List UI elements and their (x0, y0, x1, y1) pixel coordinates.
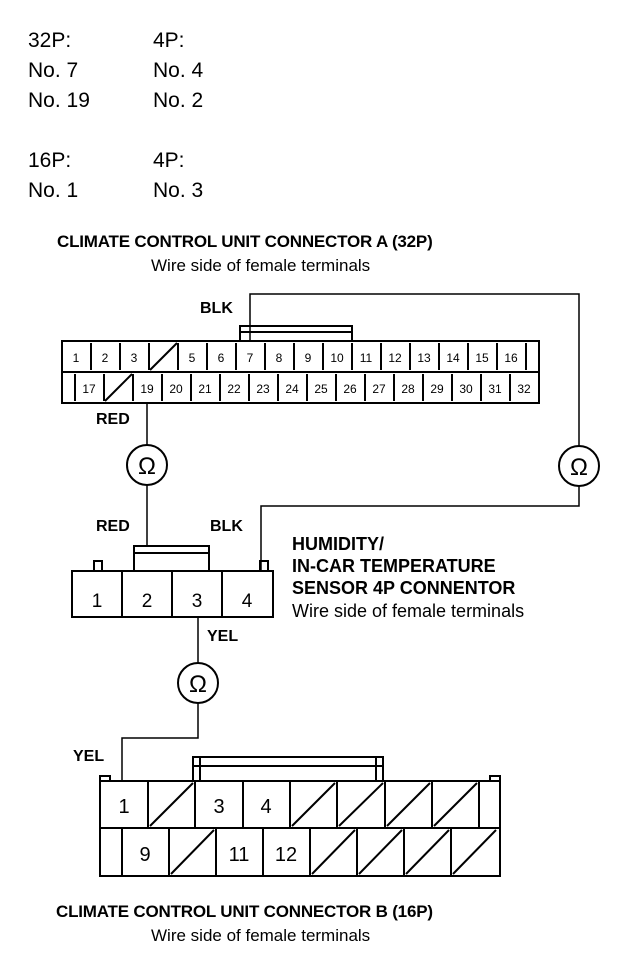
ohmmeter-red-symbol: Ω (138, 453, 156, 480)
ohmmeter-blk-symbol: Ω (570, 454, 588, 481)
header-4p-label: 4P: (153, 29, 185, 52)
connector-a-pin-20: 20 (169, 382, 183, 396)
connector-a-pin-5: 5 (189, 351, 196, 365)
connector-a-pin-7: 7 (247, 351, 254, 365)
connector-b-pin-11: 11 (229, 844, 250, 866)
ohmmeter-blk-circle (558, 445, 600, 487)
connector-b-body (99, 756, 501, 877)
connector-a-pin-17: 17 (82, 382, 96, 396)
connector-a-pin-32: 32 (517, 382, 531, 396)
connector-a-pin-8: 8 (276, 351, 283, 365)
connector-a-pin-19: 19 (140, 382, 154, 396)
connector-a-pin-12: 12 (388, 351, 402, 365)
connector-a-pin-25: 25 (314, 382, 328, 396)
connector-a-pin-2: 2 (102, 351, 109, 365)
header-32p-pin-7: No. 7 (28, 59, 79, 82)
header-4p-pin-2: No. 2 (153, 89, 204, 112)
ohmmeter-yel-symbol: Ω (189, 671, 207, 698)
connector-a-pin-10: 10 (330, 351, 344, 365)
wire-label-yel-connector-b: YEL (73, 748, 105, 765)
connector-a-pin-29: 29 (430, 382, 444, 396)
connector-a-pin-3: 3 (131, 351, 138, 365)
ohmmeter-red-circle (126, 444, 168, 486)
sensor-subtitle: Wire side of female terminals (292, 601, 525, 621)
header-4p-pin-3: No. 3 (153, 179, 204, 202)
header-4p-pin-4: No. 4 (153, 59, 204, 82)
wire-label-red-sensor: RED (96, 518, 130, 535)
ohmmeter-yel-circle (177, 662, 219, 704)
header-16p-pin-1: No. 1 (28, 179, 79, 202)
connector-a-pin-31: 31 (488, 382, 502, 396)
connector-a-pin-15: 15 (475, 351, 489, 365)
wire-blk (249, 293, 580, 571)
sensor-pin-4: 4 (242, 591, 253, 612)
connector-a-pin-14: 14 (446, 351, 460, 365)
sensor-connector-body (71, 545, 274, 618)
connector-a-body (61, 325, 540, 404)
connector-a-pin-11: 11 (360, 351, 373, 365)
wire-label-yel-sensor: YEL (207, 628, 239, 645)
sensor-pin-1: 1 (92, 591, 103, 612)
wire-label-red-connector-a: RED (96, 411, 130, 428)
wire-label-blk-sensor: BLK (210, 518, 243, 535)
wire-label-blk-connector-a: BLK (200, 300, 233, 317)
connector-a-pin-1: 1 (73, 351, 80, 365)
connector-a-bottom-dividers (74, 373, 511, 402)
connector-a-pin-6: 6 (218, 351, 225, 365)
connector-a-pin-21: 21 (198, 382, 212, 396)
connector-b-pin-12: 12 (275, 844, 297, 866)
connector-a-pin-23: 23 (256, 382, 270, 396)
connector-a-pin-26: 26 (343, 382, 357, 396)
connector-a-pin-9: 9 (305, 351, 312, 365)
connector-b-title: CLIMATE CONTROL UNIT CONNECTOR B (16P) (56, 902, 433, 921)
header-32p-label: 32P: (28, 29, 72, 52)
connector-b-subtitle: Wire side of female terminals (151, 926, 371, 945)
header-4p-label-2: 4P: (153, 149, 185, 172)
connector-a-pin-28: 28 (401, 382, 415, 396)
connector-b-pin-4: 4 (260, 796, 271, 818)
connector-a-pin-16: 16 (504, 351, 518, 365)
connector-b-top-dividers (147, 781, 480, 828)
header-16p-label: 16P: (28, 149, 72, 172)
connector-a-pin-27: 27 (372, 382, 386, 396)
sensor-title-line1: HUMIDITY/ (292, 534, 384, 554)
connector-b-pin-1: 1 (118, 796, 129, 818)
connector-a-title: CLIMATE CONTROL UNIT CONNECTOR A (32P) (57, 232, 433, 251)
connector-a-pin-22: 22 (227, 382, 241, 396)
connector-a-subtitle: Wire side of female terminals (151, 256, 371, 275)
connector-a-pin-24: 24 (285, 382, 299, 396)
connector-b-pin-9: 9 (139, 844, 150, 866)
connector-a-pin-30: 30 (459, 382, 473, 396)
sensor-title-line3: SENSOR 4P CONNENTOR (292, 578, 516, 598)
connector-a-pin-13: 13 (417, 351, 431, 365)
wire-yel (121, 617, 199, 781)
sensor-title-line2: IN-CAR TEMPERATURE (292, 556, 496, 576)
sensor-pin-3: 3 (192, 591, 203, 612)
connector-b-pin-3: 3 (213, 796, 224, 818)
sensor-pin-2: 2 (142, 591, 153, 612)
header-32p-pin-19: No. 19 (28, 89, 90, 112)
connector-a-top-dividers (90, 342, 527, 371)
connector-b-bottom-dividers (121, 828, 497, 876)
